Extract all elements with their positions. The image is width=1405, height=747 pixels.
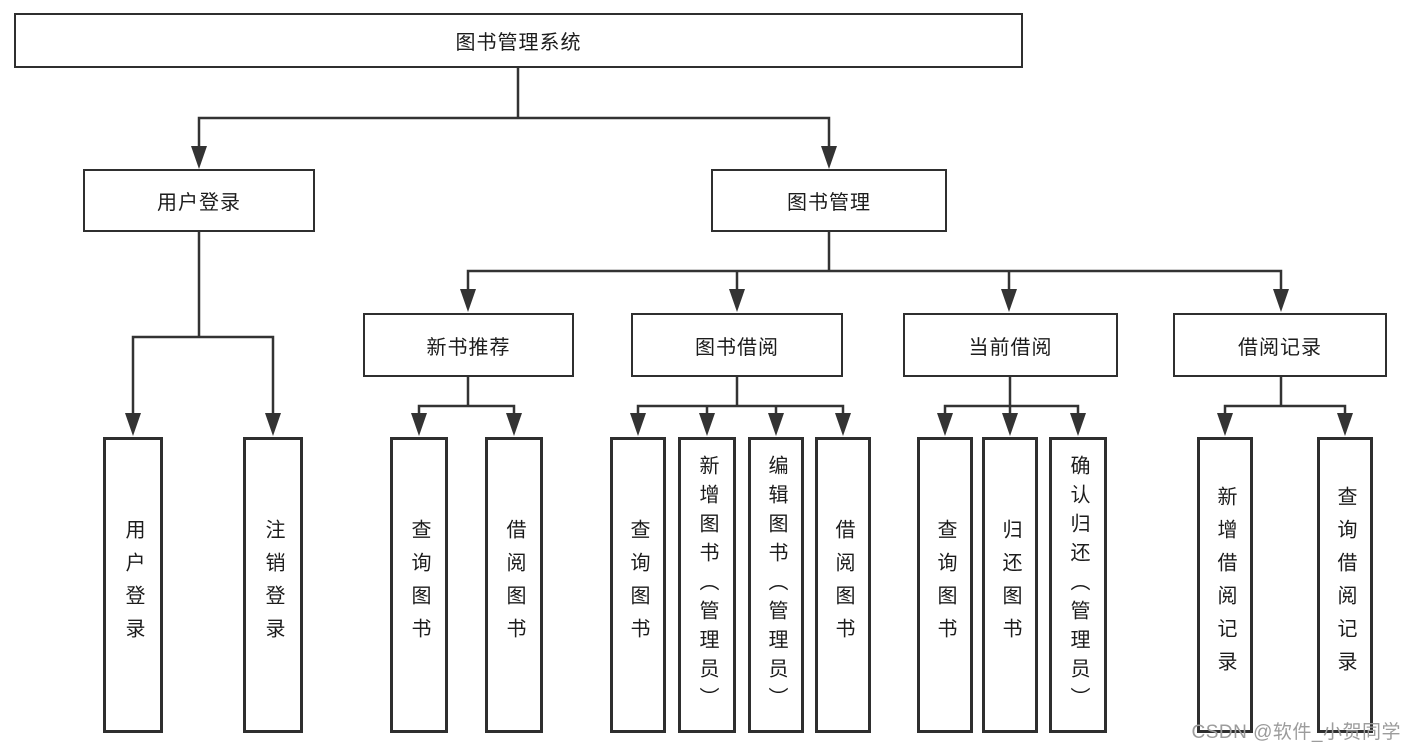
node-label: 图书管理系统 xyxy=(455,32,582,54)
leaf-records-add-record: 新增借阅记录 xyxy=(1197,437,1253,733)
node-label: 借阅图书 xyxy=(832,519,854,651)
node-borrow-records: 借阅记录 xyxy=(1173,313,1387,377)
node-label: 当前借阅 xyxy=(968,336,1053,359)
leaf-current-return-books: 归还图书 xyxy=(982,437,1038,733)
node-label: 图书管理 xyxy=(787,192,871,214)
leaf-recommend-query-books: 查询图书 xyxy=(390,437,448,733)
node-label: 查询图书 xyxy=(934,519,956,651)
leaf-borrowing-add-books-admin: 新增图书（管理员） xyxy=(678,437,736,733)
node-book-management: 图书管理 xyxy=(711,169,947,232)
leaf-logout: 注销登录 xyxy=(243,437,303,733)
leaf-borrowing-query-books: 查询图书 xyxy=(610,437,666,733)
node-label: 借阅记录 xyxy=(1238,336,1322,359)
node-label: 归还图书 xyxy=(999,519,1021,651)
node-label: 查询图书 xyxy=(408,519,430,651)
node-label: 确认归还（管理员） xyxy=(1067,454,1089,716)
node-new-book-recommend: 新书推荐 xyxy=(363,313,574,377)
node-label: 用户登录 xyxy=(122,519,144,651)
node-label: 注销登录 xyxy=(262,519,284,651)
node-label: 新增借阅记录 xyxy=(1214,486,1236,684)
watermark-text: CSDN @软件_小贺同学 xyxy=(1191,722,1401,743)
node-current-borrowing: 当前借阅 xyxy=(903,313,1118,377)
leaf-recommend-borrow-books: 借阅图书 xyxy=(485,437,543,733)
leaf-borrowing-borrow-books: 借阅图书 xyxy=(815,437,871,733)
node-label: 查询图书 xyxy=(627,519,649,651)
leaf-current-query-books: 查询图书 xyxy=(917,437,973,733)
node-library-management-system: 图书管理系统 xyxy=(14,13,1023,68)
node-label: 新增图书（管理员） xyxy=(696,454,718,716)
leaf-borrowing-edit-books-admin: 编辑图书（管理员） xyxy=(748,437,804,733)
leaf-user-login: 用户登录 xyxy=(103,437,163,733)
node-label: 查询借阅记录 xyxy=(1334,486,1356,684)
node-label: 用户登录 xyxy=(157,192,241,214)
node-label: 图书借阅 xyxy=(695,336,779,359)
leaf-records-query-record: 查询借阅记录 xyxy=(1317,437,1373,733)
node-label: 新书推荐 xyxy=(426,336,511,359)
node-label: 借阅图书 xyxy=(503,519,525,651)
node-label: 编辑图书（管理员） xyxy=(765,454,787,716)
node-user-login: 用户登录 xyxy=(83,169,315,232)
node-book-borrowing: 图书借阅 xyxy=(631,313,843,377)
leaf-current-confirm-return-admin: 确认归还（管理员） xyxy=(1049,437,1107,733)
